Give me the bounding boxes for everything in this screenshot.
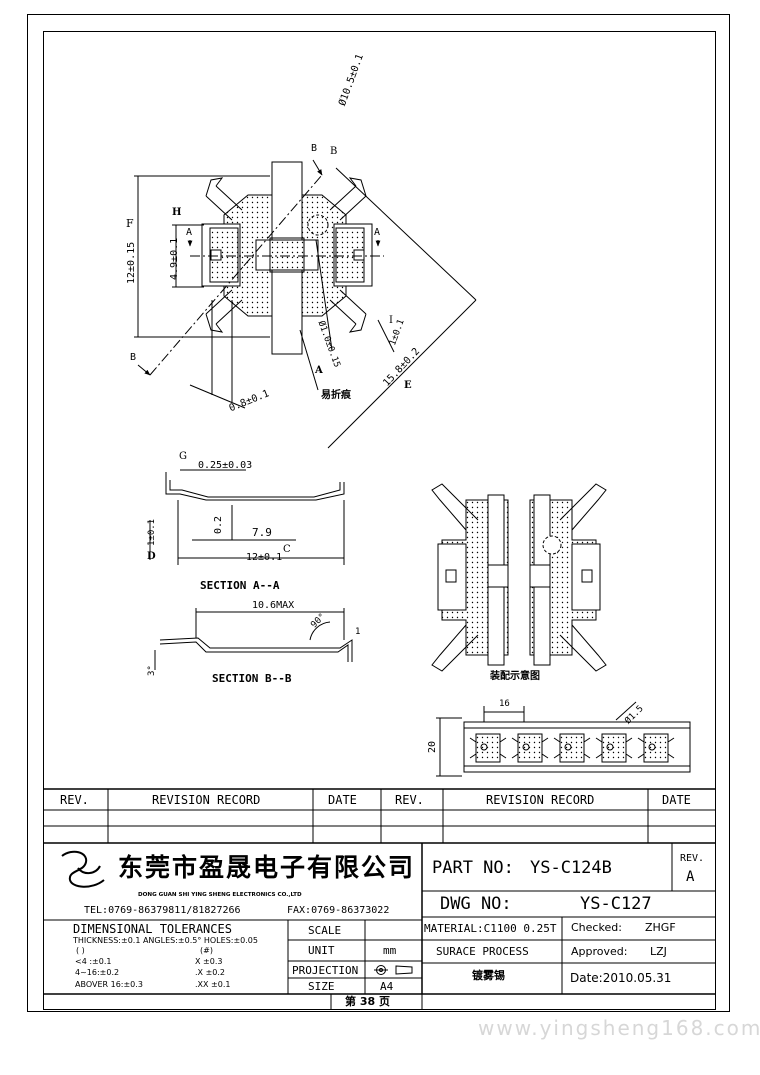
drawing-frame: [43, 31, 716, 1010]
tolerance-b3: .XX ±0.1: [195, 980, 231, 989]
label-b-top: B: [311, 143, 318, 154]
company-tel: TEL:0769-86379811/81827266: [84, 905, 241, 916]
size-label: SIZE: [308, 980, 335, 993]
circle-d-label: D: [147, 551, 156, 562]
approved-value: LZJ: [650, 945, 667, 958]
date-header-1: DATE: [328, 793, 357, 807]
crease-label: 易折痕: [321, 390, 351, 401]
label-b-bottom: B: [130, 352, 137, 363]
dwg-no-value: YS-C127: [580, 894, 652, 914]
projection-symbol: [374, 965, 413, 975]
tolerance-a2: 4~16:±0.2: [75, 968, 120, 977]
revision-record-header-2: REVISION RECORD: [486, 793, 595, 807]
revision-record-header-1: REVISION RECORD: [152, 793, 261, 807]
tolerance-a3: ABOVER 16:±0.3: [75, 980, 143, 989]
section-aa-title: SECTION A--A: [200, 579, 280, 592]
company-fax: FAX:0769-86373022: [287, 905, 390, 916]
section-bb-view: [154, 608, 353, 670]
surface-label: SURACE PROCESS: [436, 945, 529, 958]
dim-one: 1: [355, 627, 361, 637]
dim-d: 1±0.1: [147, 518, 157, 546]
size-value: A4: [380, 980, 394, 993]
assembly-title: 装配示意图: [490, 671, 540, 682]
dim-f: 12±0.15: [126, 241, 137, 284]
rev-header-2: REV.: [395, 793, 424, 807]
dim-step: 0.2: [213, 515, 224, 534]
checked-value: ZHGF: [645, 921, 676, 934]
dim-h: 4.9±0.1: [169, 237, 180, 280]
checked-label: Checked:: [571, 921, 622, 934]
dim-inner: 7.9: [252, 526, 272, 539]
unit-label: UNIT: [308, 944, 335, 957]
company-logo: [61, 850, 105, 888]
section-bb-title: SECTION B--B: [212, 672, 292, 685]
assembly-view: [431, 483, 607, 672]
material: MATERIAL:C1100 0.25T: [424, 922, 557, 935]
circle-i-label: I: [389, 315, 393, 326]
dim-strip-height: 20: [427, 740, 438, 753]
dim-pitch: 16: [499, 699, 510, 709]
surface-value: 镀雾锡: [472, 969, 505, 982]
label-a-right: A: [374, 227, 381, 238]
circle-b-label: B: [330, 146, 338, 157]
dim-three: 3°: [147, 665, 157, 676]
dim-thickness: 0.25±0.03: [198, 460, 253, 471]
tolerance-paren-1: ( ): [76, 946, 85, 955]
rev-label: REV.: [680, 853, 705, 864]
date-header-2: DATE: [662, 793, 691, 807]
dim-max: 10.6MAX: [252, 600, 295, 611]
page-number: 第 38 页: [345, 995, 390, 1008]
approved-label: Approved:: [571, 945, 628, 958]
company-name-en: DONG GUAN SHI YING SHENG ELECTRONICS CO.…: [138, 892, 302, 898]
dwg-no-label: DWG NO:: [440, 894, 512, 914]
part-no-label: PART NO:: [432, 858, 514, 878]
section-aa-view: [149, 469, 345, 565]
unit-value: mm: [383, 944, 397, 957]
circle-f-label: F: [126, 217, 134, 230]
tolerance-b1: X ±0.3: [195, 957, 223, 966]
label-a-left: A: [186, 227, 193, 238]
company-name-cn: 东莞市盈晟电子有限公司: [118, 853, 416, 882]
dim-width: 12±0.1: [246, 552, 283, 563]
tolerance-a1: <4 :±0.1: [75, 957, 112, 966]
rev-header-1: REV.: [60, 793, 89, 807]
title-block-grid: [43, 788, 716, 1010]
main-view: [134, 159, 477, 449]
outer-border: [27, 14, 730, 1012]
circle-h-label: H: [172, 207, 182, 218]
watermark: www.yingsheng168.com: [478, 1016, 760, 1040]
circle-g-label: G: [179, 451, 187, 462]
tolerance-title: DIMENSIONAL TOLERANCES: [73, 922, 232, 936]
scale-label: SCALE: [308, 924, 342, 937]
rev-value: A: [686, 869, 695, 885]
projection-label: PROJECTION: [292, 964, 359, 977]
date-value: Date:2010.05.31: [570, 971, 672, 985]
part-no-value: YS-C124B: [530, 858, 612, 878]
circle-c-label: C: [283, 544, 291, 555]
tolerance-paren-2: (#): [200, 946, 213, 955]
tolerance-b2: .X ±0.2: [195, 968, 225, 977]
tolerance-line-1: THICKNESS:±0.1 ANGLES:±0.5° HOLES:±0.05: [73, 936, 258, 945]
circle-a-label: A: [315, 365, 323, 376]
strip-view: [436, 701, 691, 777]
circle-e-label: E: [404, 380, 412, 391]
